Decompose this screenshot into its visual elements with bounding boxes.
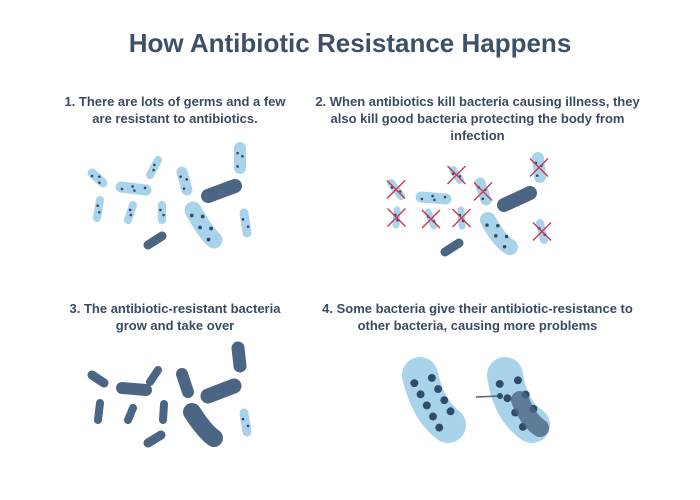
step-3-caption: 3. The antibiotic-resistant bacteria gro… [69, 301, 281, 333]
panel-3-bacteria [87, 341, 252, 448]
resistant-bacteria-icon [146, 366, 162, 386]
light-bacteria-icon [415, 191, 452, 205]
light-bacteria-icon [176, 166, 193, 196]
resistant-bacteria-icon [94, 399, 104, 424]
resistant-bacteria-icon [87, 370, 109, 388]
light-bacteria-icon [115, 181, 152, 196]
resistant-bacteria-icon [116, 382, 152, 396]
light-bacteria-icon [87, 168, 108, 188]
light-bacteria-icon [480, 212, 518, 255]
light-bacteria-icon [387, 206, 406, 229]
light-bacteria-icon [158, 201, 166, 224]
light-bacteria-icon [184, 201, 223, 249]
panel-1-bacteria [87, 142, 252, 250]
panel-4-bacteria [402, 357, 550, 443]
antibiotic-x-icon [473, 182, 493, 201]
light-bacteria-icon [421, 208, 441, 230]
antibiotic-x-icon [421, 209, 441, 229]
resistant-bacteria-icon [183, 403, 223, 447]
resistant-bacteria-icon [143, 430, 166, 448]
light-bacteria-icon [234, 142, 246, 174]
resistant-bacteria-icon [159, 400, 168, 424]
antibiotic-x-icon [387, 208, 406, 227]
page-title: How Antibiotic Resistance Happens [128, 28, 572, 58]
panel-2-bacteria [386, 152, 552, 257]
resistant-bacteria-icon [201, 179, 242, 203]
plasmid-transfer-icon [475, 393, 503, 399]
step-2-caption: 2. When antibiotics kill bacteria causin… [315, 94, 640, 143]
light-bacteria-icon [402, 357, 466, 443]
resistant-bacteria-icon [124, 404, 137, 424]
resistant-bacteria-icon [440, 238, 464, 257]
resistant-bacteria-icon [143, 231, 167, 250]
resistant-bacteria-icon [176, 368, 194, 398]
step-4-caption: 4. Some bacteria give their antibiotic-r… [322, 301, 633, 333]
step-1-caption: 1. There are lots of germs and a few are… [64, 94, 286, 126]
light-bacteria-icon [146, 156, 162, 179]
antibiotic-x-icon [447, 165, 466, 185]
antibiotic-x-icon [532, 222, 552, 241]
resistant-bacteria-icon [497, 186, 537, 212]
light-bacteria-icon [473, 177, 493, 206]
light-bacteria-icon [239, 408, 252, 437]
light-bacteria-icon [93, 196, 104, 222]
resistant-bacteria-icon [231, 341, 247, 373]
antibiotic-x-icon [452, 208, 471, 228]
light-bacteria-icon [529, 152, 549, 183]
light-bacteria-icon [386, 179, 406, 200]
light-bacteria-icon [447, 165, 466, 185]
resistant-bacteria-icon [200, 378, 242, 404]
light-bacteria-icon [532, 219, 552, 244]
light-bacteria-icon [124, 201, 137, 224]
antibiotic-x-icon [386, 180, 406, 199]
antibiotic-x-icon [529, 158, 549, 177]
light-bacteria-icon [452, 206, 471, 230]
light-bacteria-icon [239, 208, 252, 238]
